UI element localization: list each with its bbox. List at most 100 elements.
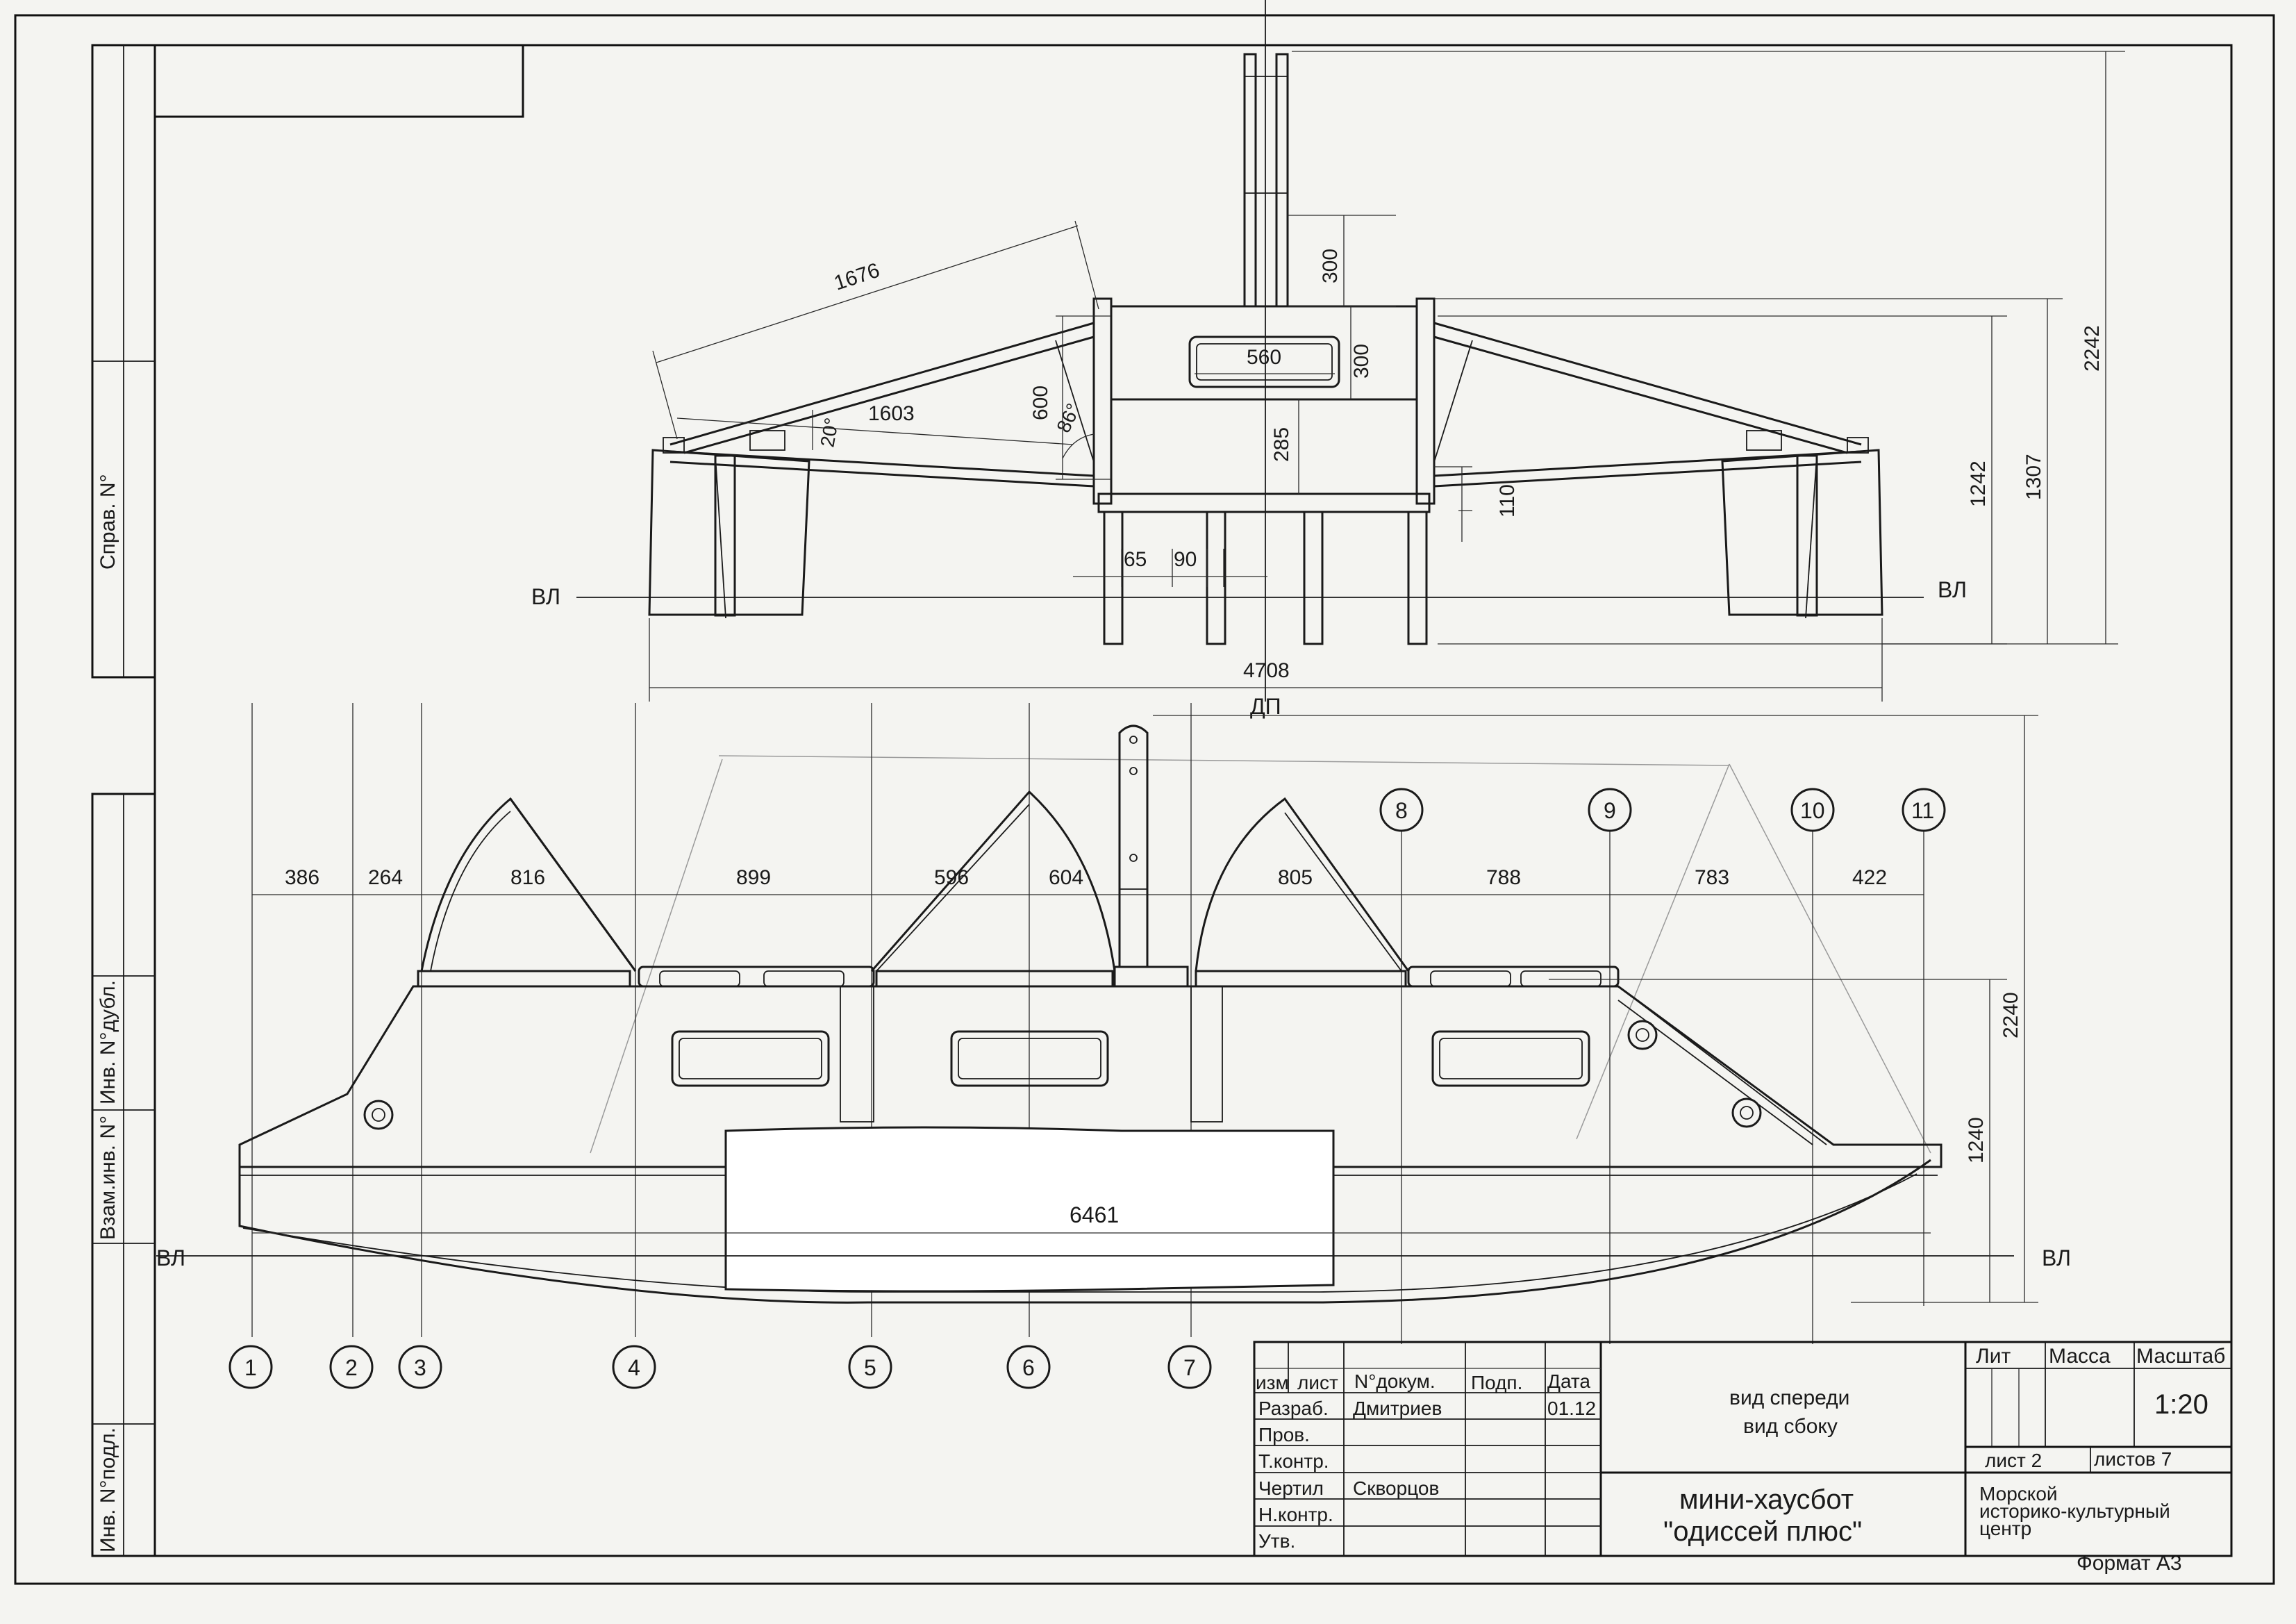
dim-1240: 1240 bbox=[1549, 979, 2007, 1302]
view-line-2: вид сбоку bbox=[1743, 1415, 1838, 1438]
front-waterline-left-label: ВЛ bbox=[531, 584, 560, 609]
front-waterline-right-label: ВЛ bbox=[1938, 577, 1967, 602]
mass-label: Масса bbox=[2049, 1345, 2111, 1368]
col-sign: Подп. bbox=[1471, 1372, 1522, 1393]
chertil-label: Чертил bbox=[1258, 1477, 1324, 1499]
dim-1603: 1603 bbox=[676, 402, 1074, 445]
svg-text:1: 1 bbox=[244, 1355, 257, 1380]
org-line-3: центр bbox=[1979, 1518, 2031, 1539]
sheets-label: листов 7 bbox=[2094, 1448, 2172, 1470]
dim-560: 560 bbox=[1195, 346, 1335, 374]
svg-text:783: 783 bbox=[1695, 866, 1729, 889]
porthole-2 bbox=[1627, 1020, 1658, 1050]
side-stamp-upper: Справ. N° bbox=[91, 44, 156, 679]
svg-text:90: 90 bbox=[1174, 548, 1197, 571]
svg-text:8: 8 bbox=[1395, 798, 1408, 823]
lit-label: Лит bbox=[1976, 1345, 2011, 1368]
front-window bbox=[1188, 335, 1340, 388]
front-cabin bbox=[1092, 297, 1436, 645]
svg-text:11: 11 bbox=[1911, 798, 1934, 823]
dim-600: 600 bbox=[1029, 315, 1111, 480]
svg-text:1242: 1242 bbox=[1967, 461, 1990, 507]
razrab-date: 01.12 bbox=[1547, 1398, 1596, 1419]
frame-numbers-top: 8 9 10 11 bbox=[1379, 788, 1946, 832]
dim-2242: 2242 bbox=[1292, 51, 2125, 644]
svg-text:1307: 1307 bbox=[2022, 454, 2045, 500]
dim-1307: 1307 bbox=[1434, 298, 2118, 645]
tkontr-label: Т.контр. bbox=[1258, 1450, 1329, 1472]
centerline-label: ДП bbox=[1250, 694, 1281, 719]
dim-65-90: 65 90 bbox=[1073, 548, 1267, 587]
front-view: ВЛ ВЛ 1676 1603 20° 86° 600 bbox=[531, 0, 2125, 719]
svg-text:300: 300 bbox=[1350, 344, 1373, 379]
org-line-1: Морской bbox=[1979, 1483, 2058, 1505]
left-crossbeams bbox=[663, 322, 1095, 488]
svg-text:4708: 4708 bbox=[1243, 659, 1290, 682]
title-block: изм лист N°докум. Подп. Дата Разраб. Дми… bbox=[1253, 1341, 2233, 1557]
side-stack bbox=[1118, 724, 1149, 968]
svg-text:600: 600 bbox=[1029, 386, 1052, 420]
porthole-3 bbox=[1731, 1097, 1762, 1128]
right-crossbeams bbox=[1433, 322, 1869, 488]
utv-label: Утв. bbox=[1258, 1530, 1295, 1552]
pencil-traces bbox=[590, 755, 1931, 1154]
svg-text:285: 285 bbox=[1270, 427, 1293, 462]
dim-2240: 2240 bbox=[1153, 715, 2038, 1303]
side-window-1 bbox=[671, 1030, 830, 1087]
sails bbox=[420, 790, 1410, 972]
side-window-2 bbox=[950, 1030, 1109, 1087]
scale-value: 1:20 bbox=[2154, 1389, 2208, 1420]
svg-text:386: 386 bbox=[285, 866, 319, 889]
svg-text:899: 899 bbox=[736, 866, 771, 889]
svg-text:9: 9 bbox=[1604, 798, 1616, 823]
razrab-name: Дмитриев bbox=[1353, 1398, 1442, 1419]
sheet-label: лист 2 bbox=[1985, 1450, 2042, 1471]
svg-text:10: 10 bbox=[1800, 798, 1825, 823]
scale-label: Масштаб bbox=[2136, 1345, 2225, 1368]
dim-110: 110 bbox=[1434, 466, 1519, 542]
dim-20deg: 20° bbox=[812, 410, 842, 450]
svg-text:7: 7 bbox=[1183, 1355, 1196, 1380]
svg-text:805: 805 bbox=[1278, 866, 1313, 889]
svg-text:816: 816 bbox=[510, 866, 545, 889]
razrab-label: Разраб. bbox=[1258, 1398, 1329, 1419]
col-izm: изм bbox=[1256, 1372, 1289, 1393]
dim-300-mast: 300 bbox=[1288, 215, 1396, 307]
dim-300-cabin: 300 bbox=[1350, 306, 1373, 399]
svg-text:6: 6 bbox=[1022, 1355, 1035, 1380]
svg-text:604: 604 bbox=[1049, 866, 1083, 889]
spacing-labels: 386 264 816 899 596 604 805 788 783 422 bbox=[285, 866, 1887, 889]
hull-bottom bbox=[238, 1145, 1931, 1304]
svg-text:2: 2 bbox=[345, 1355, 358, 1380]
svg-text:788: 788 bbox=[1486, 866, 1521, 889]
prov-label: Пров. bbox=[1258, 1424, 1310, 1445]
side-stamp-lower: Инв. N°дубл. Взам.инв. N° Инв. N°подл. bbox=[91, 793, 156, 1557]
svg-text:2242: 2242 bbox=[2081, 325, 2104, 372]
length-label: 6461 bbox=[1070, 1202, 1119, 1227]
svg-text:300: 300 bbox=[1319, 249, 1342, 283]
product-name-1: мини-хаусбот bbox=[1679, 1484, 1854, 1515]
side-pontoon: 6461 bbox=[252, 1126, 1931, 1293]
side-waterline-left-label: ВЛ bbox=[156, 1245, 185, 1270]
vzam-inv-label: Взам.инв. N° bbox=[97, 1116, 119, 1240]
svg-text:65: 65 bbox=[1124, 548, 1147, 571]
svg-text:1240: 1240 bbox=[1965, 1117, 1988, 1163]
view-line-1: вид спереди bbox=[1729, 1386, 1849, 1409]
dim-4708: 4708 bbox=[649, 618, 1883, 702]
nkontr-label: Н.контр. bbox=[1258, 1504, 1333, 1525]
cabin-side bbox=[363, 966, 1762, 1130]
outer-trim-frame bbox=[14, 14, 2275, 1585]
frame-numbers-bottom: 1 2 3 4 5 6 7 bbox=[228, 1345, 1212, 1389]
svg-text:110: 110 bbox=[1496, 484, 1519, 517]
sprav-label: Справ. N° bbox=[97, 474, 119, 570]
inv-podl-label: Инв. N°подл. bbox=[97, 1427, 119, 1552]
svg-text:264: 264 bbox=[368, 866, 403, 889]
col-doc: N°докум. bbox=[1354, 1370, 1436, 1392]
side-view: 386 264 816 899 596 604 805 788 783 422 bbox=[156, 703, 2071, 1389]
chertil-name: Скворцов bbox=[1353, 1477, 1439, 1499]
porthole-1 bbox=[363, 1100, 394, 1130]
svg-text:2240: 2240 bbox=[1999, 992, 2022, 1038]
svg-text:5: 5 bbox=[864, 1355, 876, 1380]
svg-text:596: 596 bbox=[934, 866, 969, 889]
